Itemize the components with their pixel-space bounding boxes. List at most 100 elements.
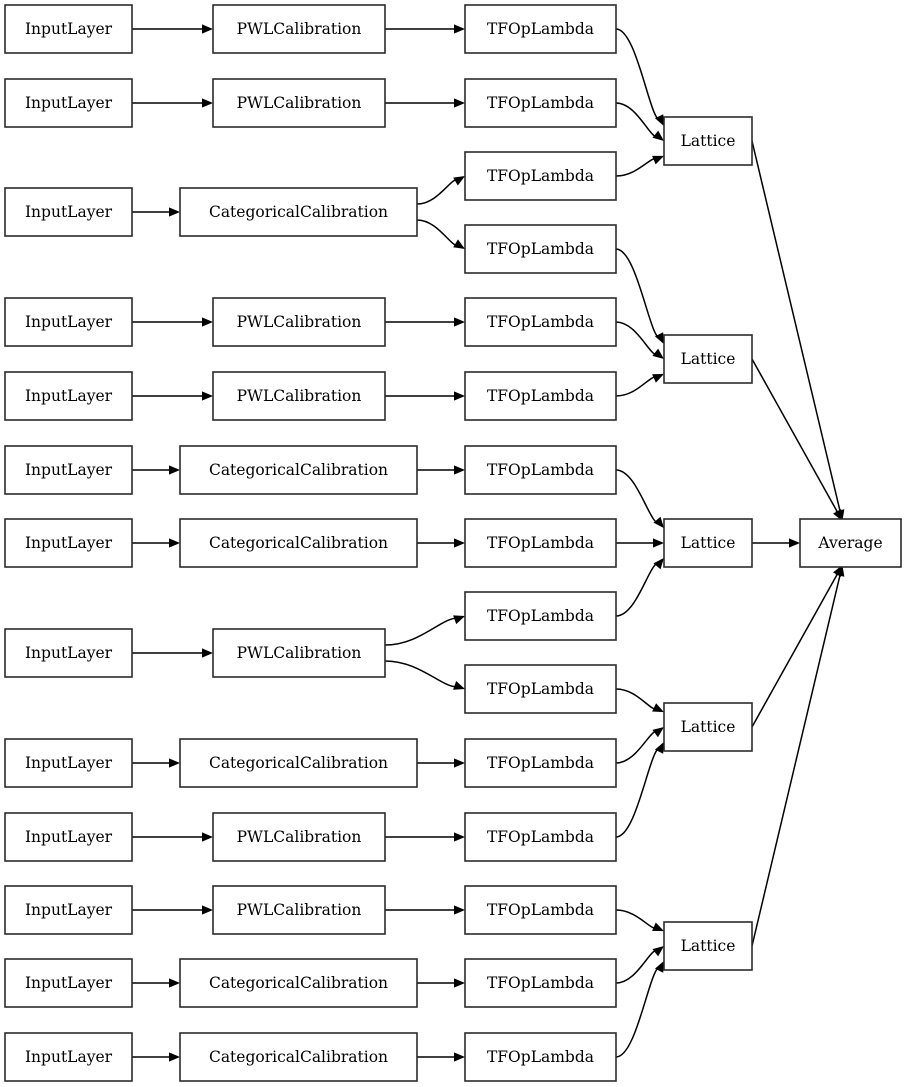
node-op9-tfoplambda[interactable]: TFOpLambda bbox=[464, 591, 617, 641]
node-in4-inputlayer[interactable]: InputLayer bbox=[4, 297, 133, 347]
node-box[interactable] bbox=[179, 518, 418, 568]
node-box[interactable] bbox=[212, 78, 386, 128]
node-op3-tfoplambda[interactable]: TFOpLambda bbox=[464, 151, 617, 201]
node-in8-inputlayer[interactable]: InputLayer bbox=[4, 628, 133, 678]
node-avg-average[interactable]: Average bbox=[799, 518, 902, 568]
node-op6-tfoplambda[interactable]: TFOpLambda bbox=[464, 371, 617, 421]
node-op2-tfoplambda[interactable]: TFOpLambda bbox=[464, 78, 617, 128]
node-in5-inputlayer[interactable]: InputLayer bbox=[4, 371, 133, 421]
node-cal10-pwlcalibration[interactable]: PWLCalibration bbox=[212, 812, 386, 862]
node-cal8-pwlcalibration[interactable]: PWLCalibration bbox=[212, 628, 386, 678]
node-in9-inputlayer[interactable]: InputLayer bbox=[4, 738, 133, 788]
node-box[interactable] bbox=[464, 151, 617, 201]
node-cal5-pwlcalibration[interactable]: PWLCalibration bbox=[212, 371, 386, 421]
node-box[interactable] bbox=[464, 738, 617, 788]
node-op14-tfoplambda[interactable]: TFOpLambda bbox=[464, 958, 617, 1008]
node-in12-inputlayer[interactable]: InputLayer bbox=[4, 958, 133, 1008]
node-box[interactable] bbox=[464, 371, 617, 421]
node-box[interactable] bbox=[179, 187, 418, 237]
node-box[interactable] bbox=[179, 738, 418, 788]
node-box[interactable] bbox=[464, 812, 617, 862]
edge-lattice-to-average bbox=[751, 570, 840, 728]
node-lat4-lattice[interactable]: Lattice bbox=[663, 702, 753, 752]
node-box[interactable] bbox=[464, 591, 617, 641]
node-op15-tfoplambda[interactable]: TFOpLambda bbox=[464, 1032, 617, 1082]
node-op12-tfoplambda[interactable]: TFOpLambda bbox=[464, 812, 617, 862]
node-box[interactable] bbox=[4, 1032, 133, 1082]
node-in13-inputlayer[interactable]: InputLayer bbox=[4, 1032, 133, 1082]
node-box[interactable] bbox=[4, 518, 133, 568]
node-box[interactable] bbox=[212, 628, 386, 678]
node-op5-tfoplambda[interactable]: TFOpLambda bbox=[464, 297, 617, 347]
node-box[interactable] bbox=[212, 812, 386, 862]
node-op8-tfoplambda[interactable]: TFOpLambda bbox=[464, 518, 617, 568]
node-cal7-categoricalcalibration[interactable]: CategoricalCalibration bbox=[179, 518, 418, 568]
node-box[interactable] bbox=[212, 297, 386, 347]
node-cal6-categoricalcalibration[interactable]: CategoricalCalibration bbox=[179, 445, 418, 495]
edges-layer bbox=[132, 24, 845, 1062]
edge-tfoplambda-to-lattice bbox=[615, 28, 662, 121]
node-in11-inputlayer[interactable]: InputLayer bbox=[4, 885, 133, 935]
node-box[interactable] bbox=[4, 78, 133, 128]
node-box[interactable] bbox=[663, 702, 753, 752]
arrowhead-icon bbox=[453, 176, 465, 186]
node-lat1-lattice[interactable]: Lattice bbox=[663, 116, 753, 166]
node-box[interactable] bbox=[663, 518, 753, 568]
node-box[interactable] bbox=[464, 518, 617, 568]
node-op4-tfoplambda[interactable]: TFOpLambda bbox=[464, 224, 617, 274]
node-box[interactable] bbox=[799, 518, 902, 568]
node-box[interactable] bbox=[4, 628, 133, 678]
node-box[interactable] bbox=[464, 224, 617, 274]
node-box[interactable] bbox=[4, 738, 133, 788]
node-box[interactable] bbox=[4, 187, 133, 237]
node-in7-inputlayer[interactable]: InputLayer bbox=[4, 518, 133, 568]
node-box[interactable] bbox=[663, 116, 753, 166]
node-lat3-lattice[interactable]: Lattice bbox=[663, 518, 753, 568]
node-in10-inputlayer[interactable]: InputLayer bbox=[4, 812, 133, 862]
node-op11-tfoplambda[interactable]: TFOpLambda bbox=[464, 738, 617, 788]
node-box[interactable] bbox=[212, 371, 386, 421]
node-lat5-lattice[interactable]: Lattice bbox=[663, 921, 753, 971]
node-box[interactable] bbox=[4, 445, 133, 495]
node-op13-tfoplambda[interactable]: TFOpLambda bbox=[464, 885, 617, 935]
arrowhead-icon bbox=[202, 832, 213, 842]
node-cal12-categoricalcalibration[interactable]: CategoricalCalibration bbox=[179, 958, 418, 1008]
node-box[interactable] bbox=[4, 297, 133, 347]
node-box[interactable] bbox=[464, 958, 617, 1008]
node-box[interactable] bbox=[464, 1032, 617, 1082]
node-box[interactable] bbox=[179, 958, 418, 1008]
node-box[interactable] bbox=[4, 4, 133, 54]
node-in2-inputlayer[interactable]: InputLayer bbox=[4, 78, 133, 128]
node-box[interactable] bbox=[663, 334, 753, 384]
node-cal11-pwlcalibration[interactable]: PWLCalibration bbox=[212, 885, 386, 935]
node-lat2-lattice[interactable]: Lattice bbox=[663, 334, 753, 384]
node-box[interactable] bbox=[464, 297, 617, 347]
edge-lattice-to-average bbox=[751, 140, 842, 515]
node-box[interactable] bbox=[4, 812, 133, 862]
node-box[interactable] bbox=[4, 958, 133, 1008]
node-box[interactable] bbox=[464, 78, 617, 128]
node-op1-tfoplambda[interactable]: TFOpLambda bbox=[464, 4, 617, 54]
node-cal1-pwlcalibration[interactable]: PWLCalibration bbox=[212, 4, 386, 54]
node-box[interactable] bbox=[212, 4, 386, 54]
node-box[interactable] bbox=[4, 371, 133, 421]
node-op7-tfoplambda[interactable]: TFOpLambda bbox=[464, 445, 617, 495]
node-in1-inputlayer[interactable]: InputLayer bbox=[4, 4, 133, 54]
node-box[interactable] bbox=[663, 921, 753, 971]
node-box[interactable] bbox=[464, 4, 617, 54]
node-box[interactable] bbox=[4, 885, 133, 935]
node-op10-tfoplambda[interactable]: TFOpLambda bbox=[464, 664, 617, 714]
node-cal2-pwlcalibration[interactable]: PWLCalibration bbox=[212, 78, 386, 128]
node-box[interactable] bbox=[212, 885, 386, 935]
node-in3-inputlayer[interactable]: InputLayer bbox=[4, 187, 133, 237]
node-box[interactable] bbox=[179, 445, 418, 495]
node-in6-inputlayer[interactable]: InputLayer bbox=[4, 445, 133, 495]
node-box[interactable] bbox=[464, 885, 617, 935]
node-cal13-categoricalcalibration[interactable]: CategoricalCalibration bbox=[179, 1032, 418, 1082]
node-cal3-categoricalcalibration[interactable]: CategoricalCalibration bbox=[179, 187, 418, 237]
node-cal4-pwlcalibration[interactable]: PWLCalibration bbox=[212, 297, 386, 347]
node-box[interactable] bbox=[464, 664, 617, 714]
node-box[interactable] bbox=[464, 445, 617, 495]
node-cal9-categoricalcalibration[interactable]: CategoricalCalibration bbox=[179, 738, 418, 788]
node-box[interactable] bbox=[179, 1032, 418, 1082]
